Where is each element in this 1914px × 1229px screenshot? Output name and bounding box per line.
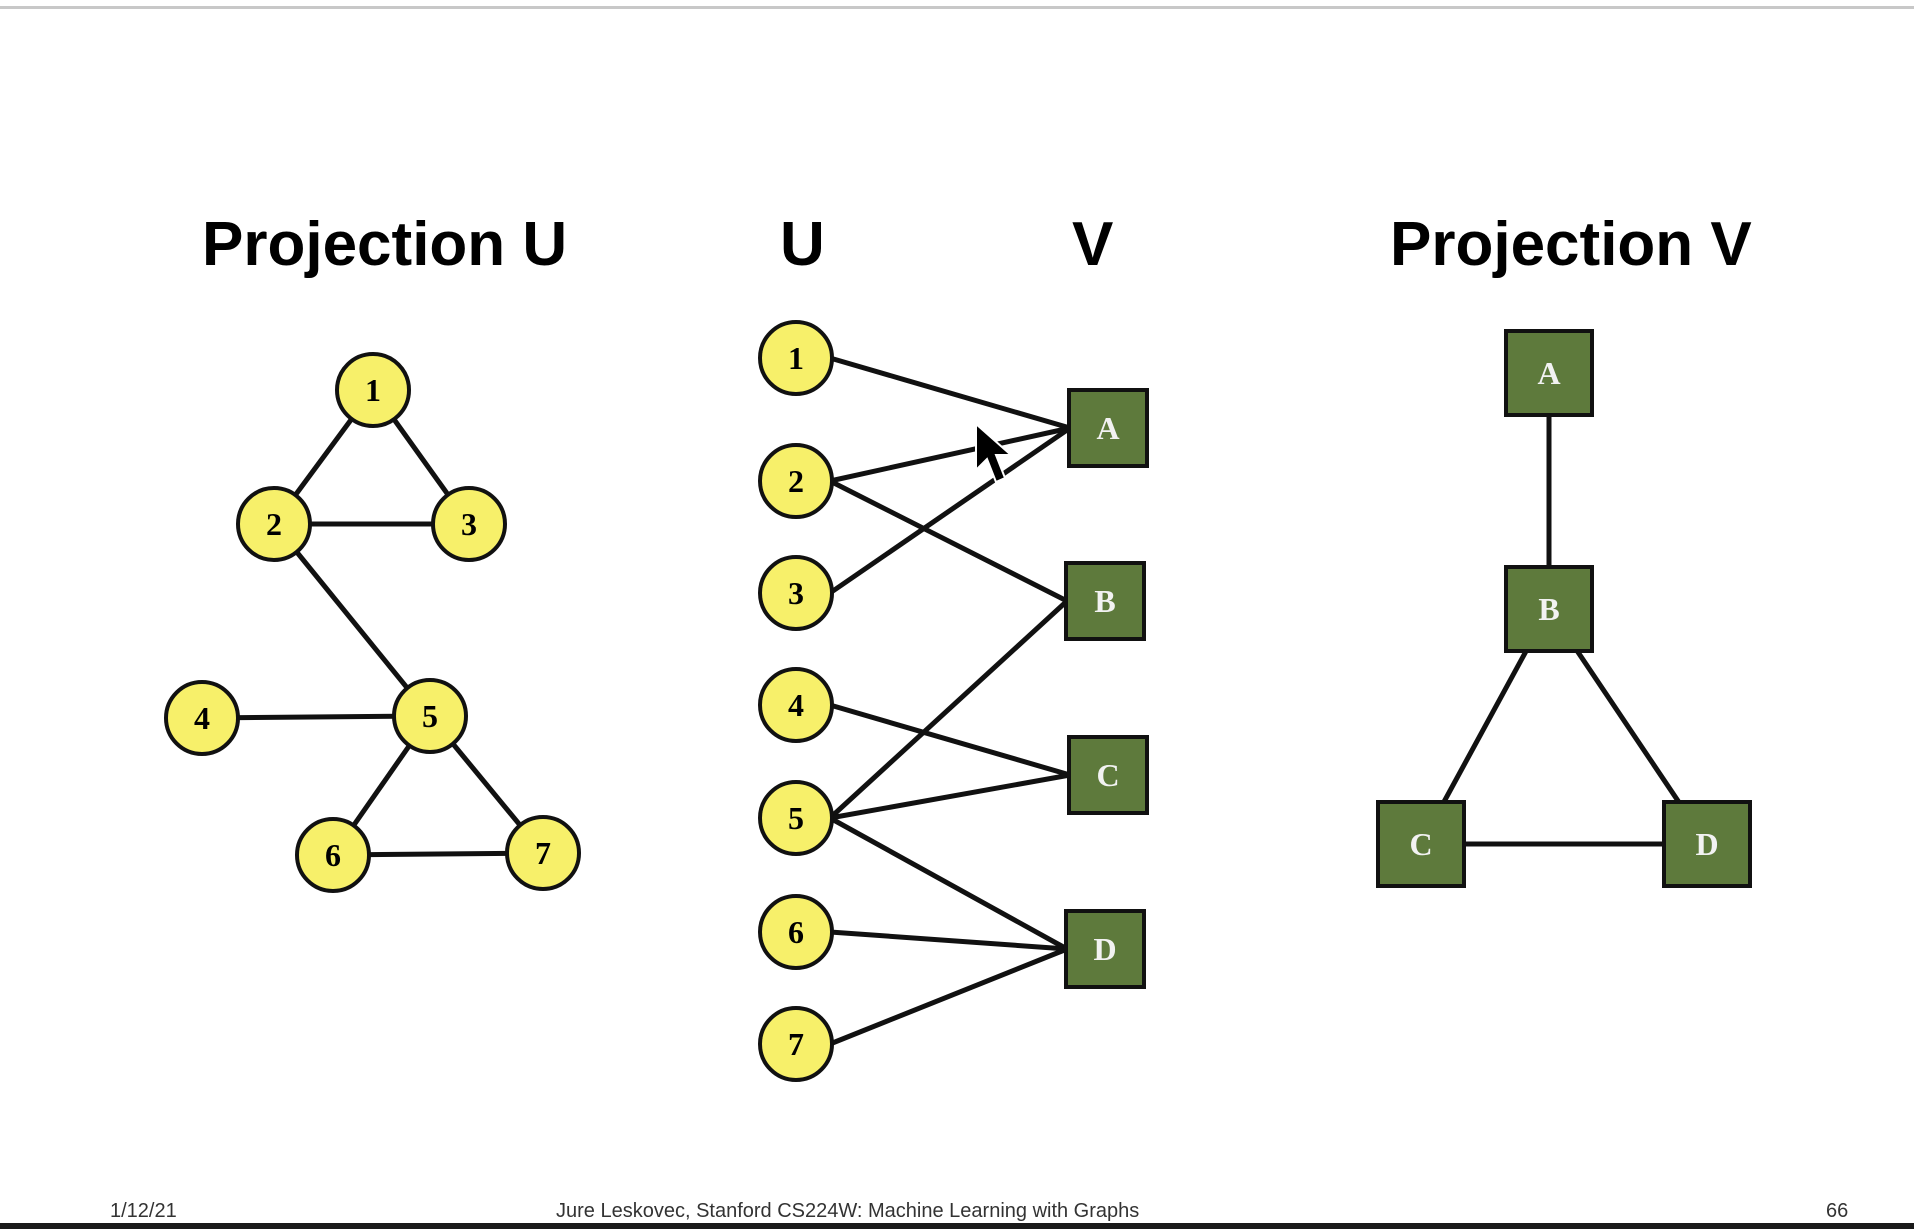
bipartite-edge [829, 929, 1068, 952]
u-node-label: 1 [788, 340, 804, 376]
projection-v-title: Projection V [1390, 210, 1752, 279]
projection-u-node-label: 6 [325, 837, 341, 873]
bipartite-edge [829, 946, 1068, 1047]
projection-v-node-label: A [1537, 355, 1560, 391]
projection-u-edge [272, 522, 432, 718]
projection-v-node [1504, 329, 1594, 417]
projection-u-node-label: 3 [461, 506, 477, 542]
v-node [1064, 909, 1146, 989]
projection-u-node-label: 1 [365, 372, 381, 408]
projection-u-node [392, 678, 468, 754]
projection-v-node-label: B [1538, 591, 1559, 627]
u-node-label: 5 [788, 800, 804, 836]
page-number: 66 [1826, 1200, 1849, 1222]
u-node [758, 555, 834, 631]
u-node [758, 1006, 834, 1082]
bottom-rule [0, 1223, 1914, 1229]
projection-u-node-label: 4 [194, 700, 210, 736]
projection-v-node [1662, 800, 1752, 888]
projection-u-title: Projection U [202, 210, 568, 279]
u-node-label: 2 [788, 463, 804, 499]
bipartite-edge [829, 772, 1071, 821]
projection-v-node-label: D [1695, 826, 1718, 862]
projection-u-node [505, 815, 581, 891]
footer-date: 1/12/21 [110, 1200, 177, 1222]
v-node-label: A [1096, 410, 1119, 446]
projection-u-node-label: 7 [535, 835, 551, 871]
mouse-cursor-icon [975, 421, 1014, 484]
u-node [758, 667, 834, 743]
top-rule [0, 6, 1914, 9]
bipartite-edge [828, 478, 1069, 604]
bipartite-edge [829, 702, 1071, 778]
u-node-label: 4 [788, 687, 804, 723]
u-node [758, 780, 834, 856]
u-node [758, 894, 834, 970]
u-set-title: U [780, 210, 825, 279]
v-node [1064, 561, 1146, 641]
v-set-title: V [1072, 210, 1114, 279]
projection-u-node [236, 486, 312, 562]
u-node-label: 3 [788, 575, 804, 611]
projection-u-edge [201, 713, 431, 721]
u-node [758, 320, 834, 396]
projection-u-node-label: 5 [422, 698, 438, 734]
projection-v-node [1376, 800, 1466, 888]
bipartite-edge [828, 815, 1069, 952]
projection-v-node-label: C [1409, 826, 1432, 862]
footer-credit: Jure Leskovec, Stanford CS224W: Machine … [556, 1200, 1140, 1222]
projection-u-node [335, 352, 411, 428]
projection-u-node-label: 2 [266, 506, 282, 542]
v-node-label: D [1093, 931, 1116, 967]
u-node-label: 6 [788, 914, 804, 950]
projection-u-node [164, 680, 240, 756]
u-node [758, 443, 834, 519]
projection-u-node [431, 486, 507, 562]
projection-u-node [295, 817, 371, 893]
bipartite-edge [829, 425, 1071, 484]
bipartite-edge [828, 599, 1069, 820]
v-node [1067, 388, 1149, 468]
v-node-label: C [1096, 757, 1119, 793]
u-node-label: 7 [788, 1026, 804, 1062]
v-node [1067, 735, 1149, 815]
bipartite-edge [829, 355, 1071, 431]
projection-v-node [1504, 565, 1594, 653]
bipartite-edge [828, 425, 1072, 596]
v-node-label: B [1094, 583, 1115, 619]
